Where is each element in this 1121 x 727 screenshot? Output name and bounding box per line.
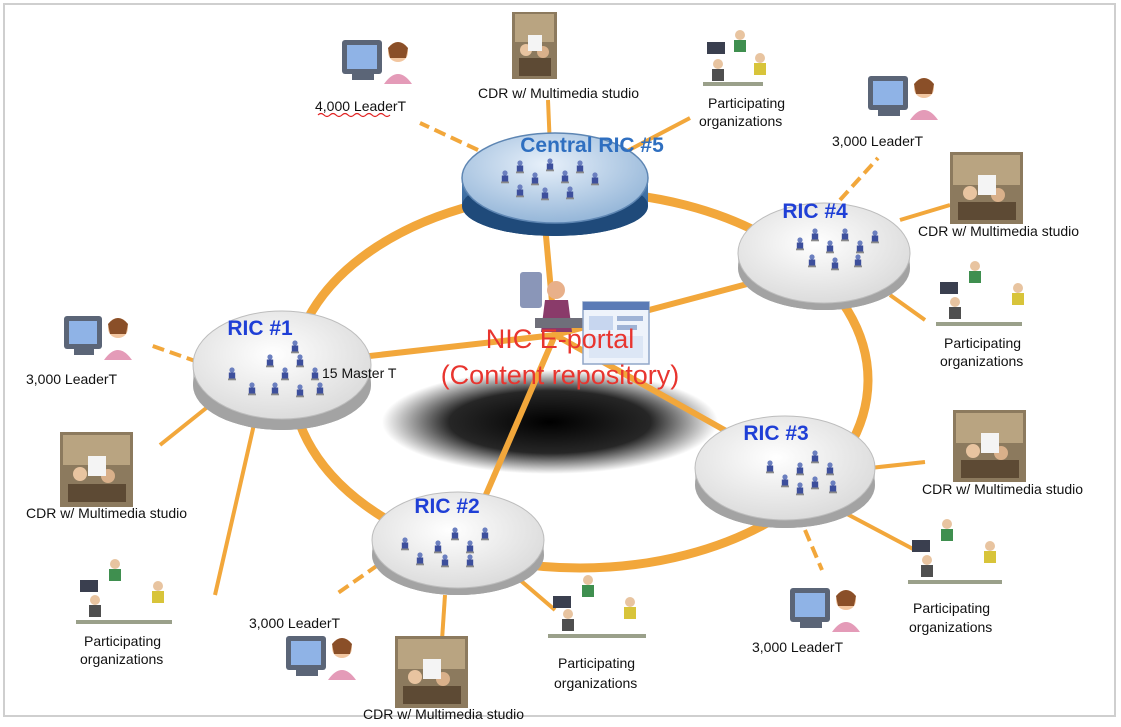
web-portal-screen-icon <box>582 301 650 365</box>
node-ric2-orgs: Participating organizations <box>548 575 646 691</box>
ric3-org-label-line2: organizations <box>909 619 992 635</box>
ric-1-label: RIC #1 <box>227 317 293 340</box>
studio-photo-icon <box>395 636 468 708</box>
people-at-computers-icon <box>76 559 172 624</box>
computer-user-icon <box>342 40 412 84</box>
central-leader-label: 4,000 LeaderT <box>315 98 407 114</box>
leader-dashed-links <box>149 121 880 597</box>
studio-photo-icon <box>512 12 557 79</box>
ric2-org-label-line2: organizations <box>554 675 637 691</box>
computer-user-icon <box>790 588 860 632</box>
people-at-computers-icon <box>548 575 646 638</box>
studio-photo-icon <box>60 432 133 507</box>
nic-shadow <box>382 370 718 474</box>
frame-border <box>3 3 1116 717</box>
ric2-org-label-line1: Participating <box>558 655 635 671</box>
node-central-cdr: CDR w/ Multimedia studio <box>478 12 639 101</box>
node-ric2-leader: 3,000 LeaderT <box>249 615 356 680</box>
node-ric3-cdr: CDR w/ Multimedia studio <box>922 410 1083 497</box>
people-at-computers-icon <box>908 519 1002 584</box>
computer-user-icon <box>286 636 356 680</box>
node-ric1-leader: 3,000 LeaderT <box>26 316 132 387</box>
ric2-leader-label: 3,000 LeaderT <box>249 615 341 631</box>
ric2-cdr-label: CDR w/ Multimedia studio <box>363 706 524 722</box>
ric1-org-label-line2: organizations <box>80 651 163 667</box>
people-at-computers-icon <box>936 261 1024 326</box>
workstation-user-icon <box>520 272 585 332</box>
central-org-label-line1: Participating <box>708 95 785 111</box>
ric3-org-label-line1: Participating <box>913 600 990 616</box>
hub-ric-1: RIC #1 <box>192 310 372 430</box>
studio-photo-icon <box>953 410 1026 482</box>
ric3-leader-label: 3,000 LeaderT <box>752 639 844 655</box>
central-cdr-label: CDR w/ Multimedia studio <box>478 85 639 101</box>
spellcheck-underline <box>317 112 391 118</box>
ric3-cdr-label: CDR w/ Multimedia studio <box>922 481 1083 497</box>
node-ric4-cdr: CDR w/ Multimedia studio <box>918 152 1079 239</box>
node-ric3-leader: 3,000 LeaderT <box>752 588 860 655</box>
hub-ric-3: RIC #3 <box>694 415 876 528</box>
master-trainer-note: 15 Master T <box>322 365 397 381</box>
ric1-cdr-label: CDR w/ Multimedia studio <box>26 505 187 521</box>
node-central-leader: 4,000 LeaderT <box>315 40 412 118</box>
hub-ric-4: RIC #4 <box>737 200 911 310</box>
ric4-org-label-line1: Participating <box>944 335 1021 351</box>
ric4-org-label-line2: organizations <box>940 353 1023 369</box>
node-ric3-orgs: Participating organizations <box>908 519 1002 635</box>
node-ric4-leader: 3,000 LeaderT <box>832 76 938 149</box>
people-at-computers-icon <box>703 30 766 86</box>
ric-2-label: RIC #2 <box>414 495 479 518</box>
computer-user-icon <box>64 316 132 360</box>
leaf-links <box>158 99 951 641</box>
nic-title: NIC E-portal <box>486 324 635 354</box>
node-ric1-cdr: CDR w/ Multimedia studio <box>26 432 187 521</box>
hub-ric-2: RIC #2 <box>371 491 545 595</box>
ric4-leader-label: 3,000 LeaderT <box>832 133 924 149</box>
hub-central-ric-5: Central RIC #5 <box>461 132 664 236</box>
central-org-label-line2: organizations <box>699 113 782 129</box>
ric1-leader-label: 3,000 LeaderT <box>26 371 118 387</box>
node-ric4-orgs: Participating organizations <box>936 261 1024 369</box>
node-ric1-orgs: Participating organizations <box>76 559 172 667</box>
central-hub-label: Central RIC #5 <box>520 134 664 157</box>
computer-user-icon <box>868 76 938 120</box>
ric4-cdr-label: CDR w/ Multimedia studio <box>918 223 1079 239</box>
node-ric2-cdr: CDR w/ Multimedia studio <box>363 636 524 722</box>
ric-4-label: RIC #4 <box>782 200 848 223</box>
node-central-orgs: Participating organizations <box>699 30 785 129</box>
studio-photo-icon <box>950 152 1023 224</box>
ric-3-label: RIC #3 <box>743 422 808 445</box>
nic-e-portal: NIC E-portal (Content repository) <box>441 272 680 390</box>
nic-subtitle: (Content repository) <box>441 360 680 390</box>
ric1-org-label-line1: Participating <box>84 633 161 649</box>
